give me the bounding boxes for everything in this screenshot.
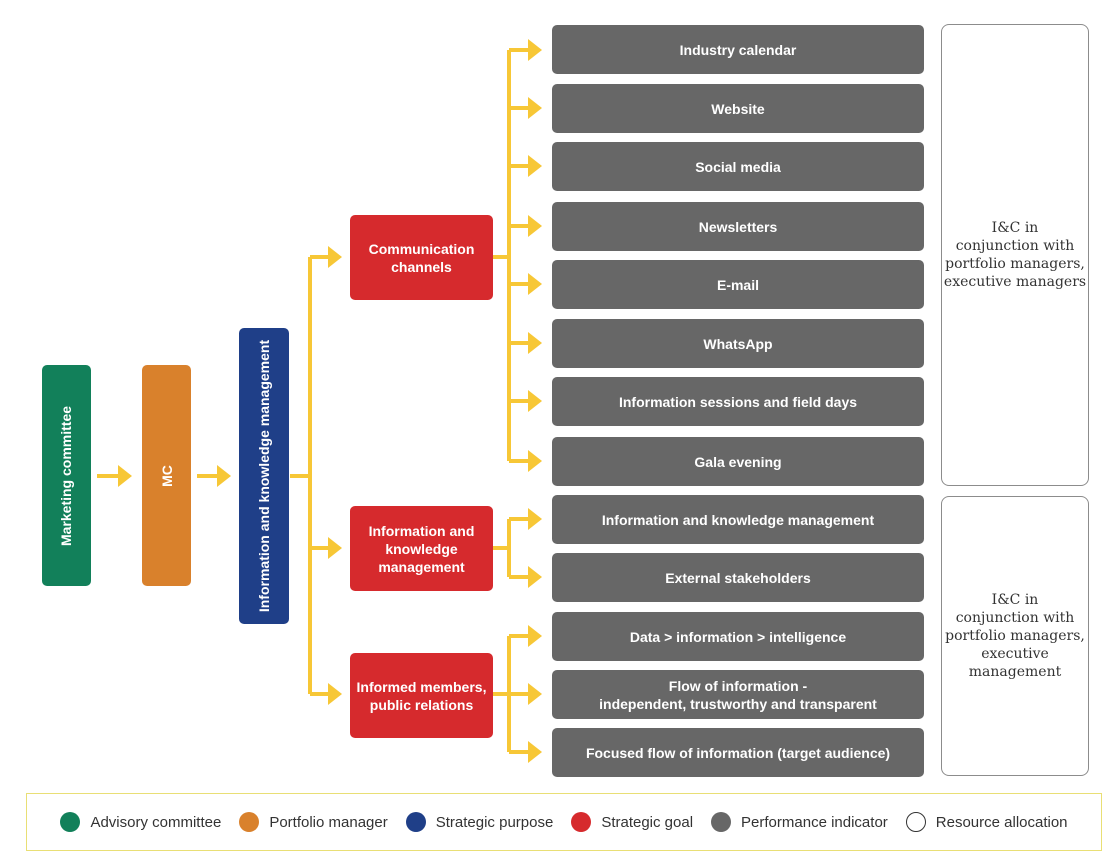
arrowhead-icon — [528, 97, 542, 119]
indicator-label: Information sessions and field days — [618, 393, 858, 410]
arrowhead-icon — [217, 465, 231, 487]
white-circle-icon — [905, 812, 926, 832]
node-marketing-committee-label: Marketing committee — [58, 405, 75, 546]
arrowhead-icon — [328, 246, 342, 268]
arrowhead-icon — [528, 566, 542, 588]
arrowhead-icon — [528, 625, 542, 647]
arrowhead-icon — [118, 465, 132, 487]
legend: Advisory committee Portfolio manager Str… — [26, 793, 1102, 851]
indicator-label: E-mail — [716, 276, 759, 293]
arrowhead-icon — [328, 683, 342, 705]
arrowhead-icon — [528, 390, 542, 412]
legend-label: Performance indicator — [741, 813, 888, 831]
indicator-social-media: Social media — [552, 142, 924, 191]
indicator-label: Newsletters — [698, 218, 778, 235]
goal-label: Communication channels — [368, 240, 475, 275]
indicator-gala-evening: Gala evening — [552, 437, 924, 486]
indicator-info-knowledge-mgmt: Information and knowledge management — [552, 495, 924, 544]
goal-label: Informed members, public relations — [356, 678, 487, 713]
goal-information-knowledge-management: Information and knowledge management — [350, 506, 493, 591]
indicator-focused-flow: Focused flow of information (target audi… — [552, 728, 924, 777]
indicator-info-sessions: Information sessions and field days — [552, 377, 924, 426]
resource-allocation-communication: I&C in conjunction with portfolio manage… — [941, 24, 1089, 486]
node-marketing-committee: Marketing committee — [42, 365, 91, 586]
orange-circle-icon — [239, 812, 260, 832]
resource-label: I&C in conjunction with portfolio manage… — [945, 592, 1085, 680]
indicator-label: WhatsApp — [703, 335, 773, 352]
arrowhead-icon — [528, 215, 542, 237]
indicator-label: Gala evening — [694, 453, 782, 470]
arrowhead-icon — [528, 450, 542, 472]
goal-communication-channels: Communication channels — [350, 215, 493, 300]
indicator-email: E-mail — [552, 260, 924, 309]
legend-label: Resource allocation — [935, 813, 1068, 831]
indicator-label: Website — [711, 100, 765, 117]
indicator-website: Website — [552, 84, 924, 133]
indicator-external-stakeholders: External stakeholders — [552, 553, 924, 602]
arrowhead-icon — [528, 332, 542, 354]
legend-item-portfolio-manager: Portfolio manager — [239, 812, 388, 832]
legend-item-performance-indicator: Performance indicator — [711, 812, 888, 832]
arrowhead-icon — [528, 508, 542, 530]
goal-label: Information and knowledge management — [368, 522, 475, 575]
grey-circle-icon — [711, 812, 732, 832]
indicator-label: Data > information > intelligence — [629, 628, 847, 645]
node-strategic-purpose: Information and knowledge management — [239, 328, 289, 624]
legend-item-strategic-goal: Strategic goal — [571, 812, 693, 832]
indicator-label: Industry calendar — [679, 41, 797, 58]
indicator-newsletters: Newsletters — [552, 202, 924, 251]
indicator-industry-calendar: Industry calendar — [552, 25, 924, 74]
indicator-label: Social media — [695, 158, 781, 175]
goal-informed-members: Informed members, public relations — [350, 653, 493, 738]
legend-item-resource-allocation: Resource allocation — [905, 812, 1068, 832]
green-circle-icon — [60, 812, 81, 832]
arrowhead-icon — [528, 155, 542, 177]
indicator-flow-of-information: Flow of information - independent, trust… — [552, 670, 924, 719]
legend-label: Strategic purpose — [435, 813, 554, 831]
arrowhead-icon — [528, 273, 542, 295]
indicator-label: Information and knowledge management — [601, 511, 875, 528]
legend-label: Advisory committee — [90, 813, 222, 831]
resource-allocation-knowledge: I&C in conjunction with portfolio manage… — [941, 496, 1089, 776]
indicator-data-intelligence: Data > information > intelligence — [552, 612, 924, 661]
legend-label: Strategic goal — [601, 813, 694, 831]
indicator-label: External stakeholders — [665, 569, 811, 586]
blue-circle-icon — [405, 812, 426, 832]
arrowhead-icon — [528, 39, 542, 61]
indicator-label: Flow of information - independent, trust… — [599, 677, 877, 712]
arrowhead-icon — [328, 537, 342, 559]
legend-item-strategic-purpose: Strategic purpose — [405, 812, 554, 832]
indicator-label: Focused flow of information (target audi… — [585, 744, 891, 761]
node-mc-label: MC — [158, 464, 175, 487]
node-mc: MC — [142, 365, 191, 586]
arrowhead-icon — [528, 741, 542, 763]
red-circle-icon — [571, 812, 592, 832]
arrowhead-icon — [528, 683, 542, 705]
resource-label: I&C in conjunction with portfolio manage… — [943, 220, 1087, 290]
indicator-whatsapp: WhatsApp — [552, 319, 924, 368]
legend-item-advisory-committee: Advisory committee — [60, 812, 221, 832]
legend-label: Portfolio manager — [269, 813, 388, 831]
node-strategic-purpose-label: Information and knowledge management — [256, 339, 273, 613]
